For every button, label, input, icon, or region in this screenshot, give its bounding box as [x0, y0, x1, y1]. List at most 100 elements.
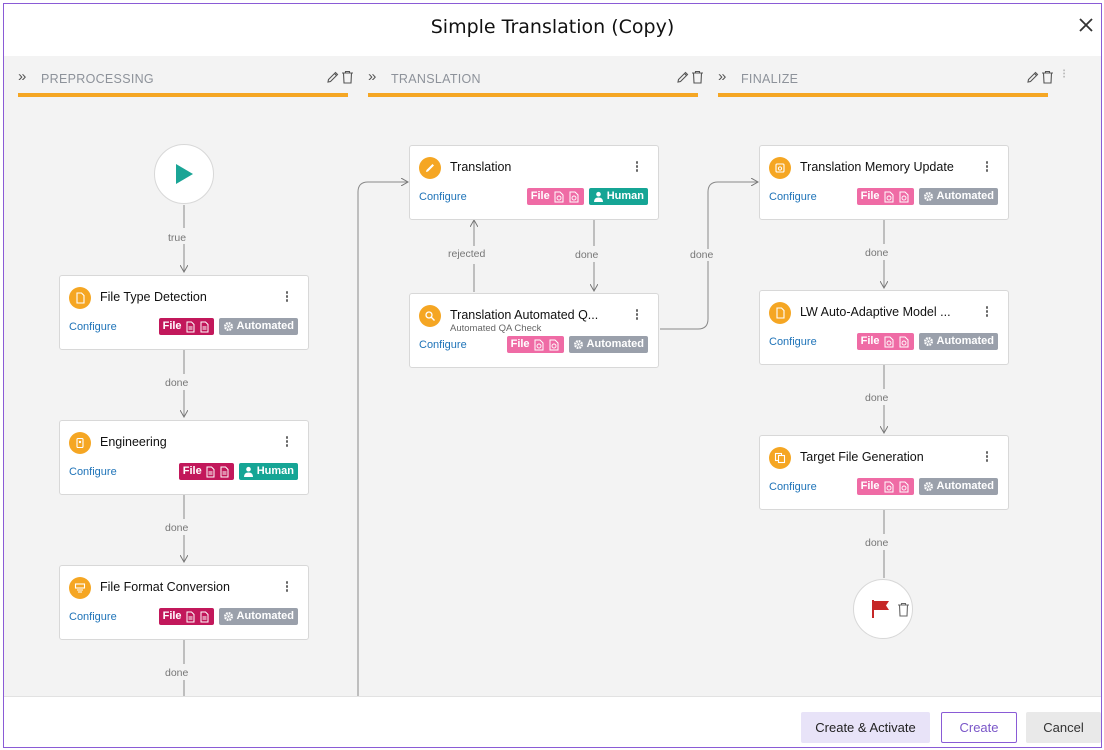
- human-label: Human: [256, 465, 294, 477]
- configure-link[interactable]: Configure: [69, 611, 117, 623]
- stage-name: PREPROCESSING: [41, 72, 154, 86]
- step-title: Translation: [450, 160, 512, 174]
- expand-chevron-icon[interactable]: »: [718, 68, 727, 85]
- connector-label-done: done: [164, 522, 190, 534]
- configure-link[interactable]: Configure: [419, 191, 467, 203]
- engineering-icon: [69, 432, 91, 454]
- gear-icon: [573, 340, 583, 349]
- step-file-format-conversion[interactable]: File Format Conversion Configure File Au…: [59, 565, 309, 640]
- step-automated-qa[interactable]: Translation Automated Q... Automated QA …: [409, 293, 659, 368]
- automated-badge: Automated: [218, 608, 298, 625]
- more-options-icon[interactable]: [285, 290, 289, 304]
- connector-label-done: done: [689, 249, 715, 261]
- human-label: Human: [606, 190, 644, 202]
- configure-link[interactable]: Configure: [769, 481, 817, 493]
- more-options-icon[interactable]: [985, 305, 989, 319]
- document-icon: [206, 466, 215, 477]
- end-node[interactable]: [853, 579, 913, 639]
- automated-badge: Automated: [918, 478, 998, 495]
- connector-label-done: done: [864, 537, 890, 549]
- step-translation[interactable]: Translation Configure File Human: [409, 145, 659, 220]
- more-options-icon[interactable]: [285, 435, 289, 449]
- translated-file-icon: [534, 339, 544, 350]
- automated-badge: Automated: [918, 333, 998, 350]
- step-badges: File Human: [178, 463, 298, 480]
- file-badge-label: File: [530, 190, 550, 202]
- delete-icon[interactable]: [341, 70, 354, 84]
- file-icon: [769, 302, 791, 324]
- gear-icon: [923, 337, 933, 346]
- step-title: File Type Detection: [100, 290, 207, 304]
- step-badges: File Automated: [158, 608, 298, 625]
- step-badges: File Automated: [506, 336, 648, 353]
- dialog-title: Simple Translation (Copy): [430, 16, 675, 38]
- automated-label: Automated: [236, 610, 294, 622]
- step-translation-memory-update[interactable]: Translation Memory Update Configure File…: [759, 145, 1009, 220]
- translated-file-icon: [884, 481, 894, 492]
- edit-icon[interactable]: [676, 70, 690, 84]
- play-icon: [176, 164, 193, 184]
- expand-chevron-icon[interactable]: »: [368, 68, 377, 85]
- more-options-icon[interactable]: [635, 308, 639, 322]
- configure-link[interactable]: Configure: [769, 191, 817, 203]
- file-badge: File: [856, 188, 914, 205]
- file-badge: File: [526, 188, 584, 205]
- edit-icon[interactable]: [1026, 70, 1040, 84]
- human-badge: Human: [588, 188, 648, 205]
- more-options-icon[interactable]: [635, 160, 639, 174]
- cancel-button[interactable]: Cancel: [1026, 712, 1101, 743]
- configure-link[interactable]: Configure: [419, 339, 467, 351]
- translated-file-icon: [549, 339, 559, 350]
- gear-icon: [223, 322, 233, 331]
- step-target-file-generation[interactable]: Target File Generation Configure File Au…: [759, 435, 1009, 510]
- translated-file-icon: [899, 336, 909, 347]
- memory-icon: [769, 157, 791, 179]
- stage-header-translation: » TRANSLATION: [368, 66, 704, 98]
- more-options-icon[interactable]: [985, 160, 989, 174]
- create-button[interactable]: Create: [941, 712, 1017, 743]
- delete-icon[interactable]: [897, 602, 910, 617]
- document-icon: [200, 611, 209, 622]
- step-badges: File Automated: [856, 333, 998, 350]
- workflow-canvas[interactable]: » PREPROCESSING » TRANSLATION » FINALIZE…: [4, 56, 1101, 696]
- document-icon: [200, 321, 209, 332]
- gear-icon: [223, 612, 233, 621]
- step-badges: File Automated: [856, 478, 998, 495]
- step-file-type-detection[interactable]: File Type Detection Configure File Autom…: [59, 275, 309, 350]
- file-badge-label: File: [182, 465, 202, 477]
- step-title: File Format Conversion: [100, 580, 230, 594]
- file-badge: File: [506, 336, 564, 353]
- close-icon[interactable]: [1075, 14, 1097, 36]
- configure-link[interactable]: Configure: [69, 466, 117, 478]
- step-engineering[interactable]: Engineering Configure File Human: [59, 420, 309, 495]
- expand-chevron-icon[interactable]: »: [18, 68, 27, 85]
- delete-icon[interactable]: [1041, 70, 1054, 84]
- delete-icon[interactable]: [691, 70, 704, 84]
- pencil-icon: [419, 157, 441, 179]
- automated-label: Automated: [586, 338, 644, 350]
- document-icon: [186, 611, 195, 622]
- create-activate-button[interactable]: Create & Activate: [801, 712, 930, 743]
- workflow-dialog: Simple Translation (Copy) » PREPROCESSIN…: [3, 3, 1102, 748]
- start-node[interactable]: [154, 144, 214, 204]
- file-badge-label: File: [510, 338, 530, 350]
- user-icon: [243, 466, 253, 477]
- step-title: Target File Generation: [800, 450, 924, 464]
- connector-label-done: done: [864, 247, 890, 259]
- stage-header-finalize: » FINALIZE: [718, 66, 1054, 98]
- stage-header-preprocessing: » PREPROCESSING: [18, 66, 354, 98]
- translated-file-icon: [884, 191, 894, 202]
- step-lw-auto-adaptive-model[interactable]: LW Auto-Adaptive Model ... Configure Fil…: [759, 290, 1009, 365]
- more-options-icon[interactable]: [285, 580, 289, 594]
- edit-icon[interactable]: [326, 70, 340, 84]
- configure-link[interactable]: Configure: [69, 321, 117, 333]
- automated-badge: Automated: [568, 336, 648, 353]
- more-options-icon[interactable]: [985, 450, 989, 464]
- file-badge: File: [158, 608, 214, 625]
- file-badge: File: [856, 478, 914, 495]
- connector-label-done: done: [574, 249, 600, 261]
- translated-file-icon: [899, 191, 909, 202]
- configure-link[interactable]: Configure: [769, 336, 817, 348]
- more-icon: ⁝: [1062, 66, 1067, 81]
- stage-name: TRANSLATION: [391, 72, 481, 86]
